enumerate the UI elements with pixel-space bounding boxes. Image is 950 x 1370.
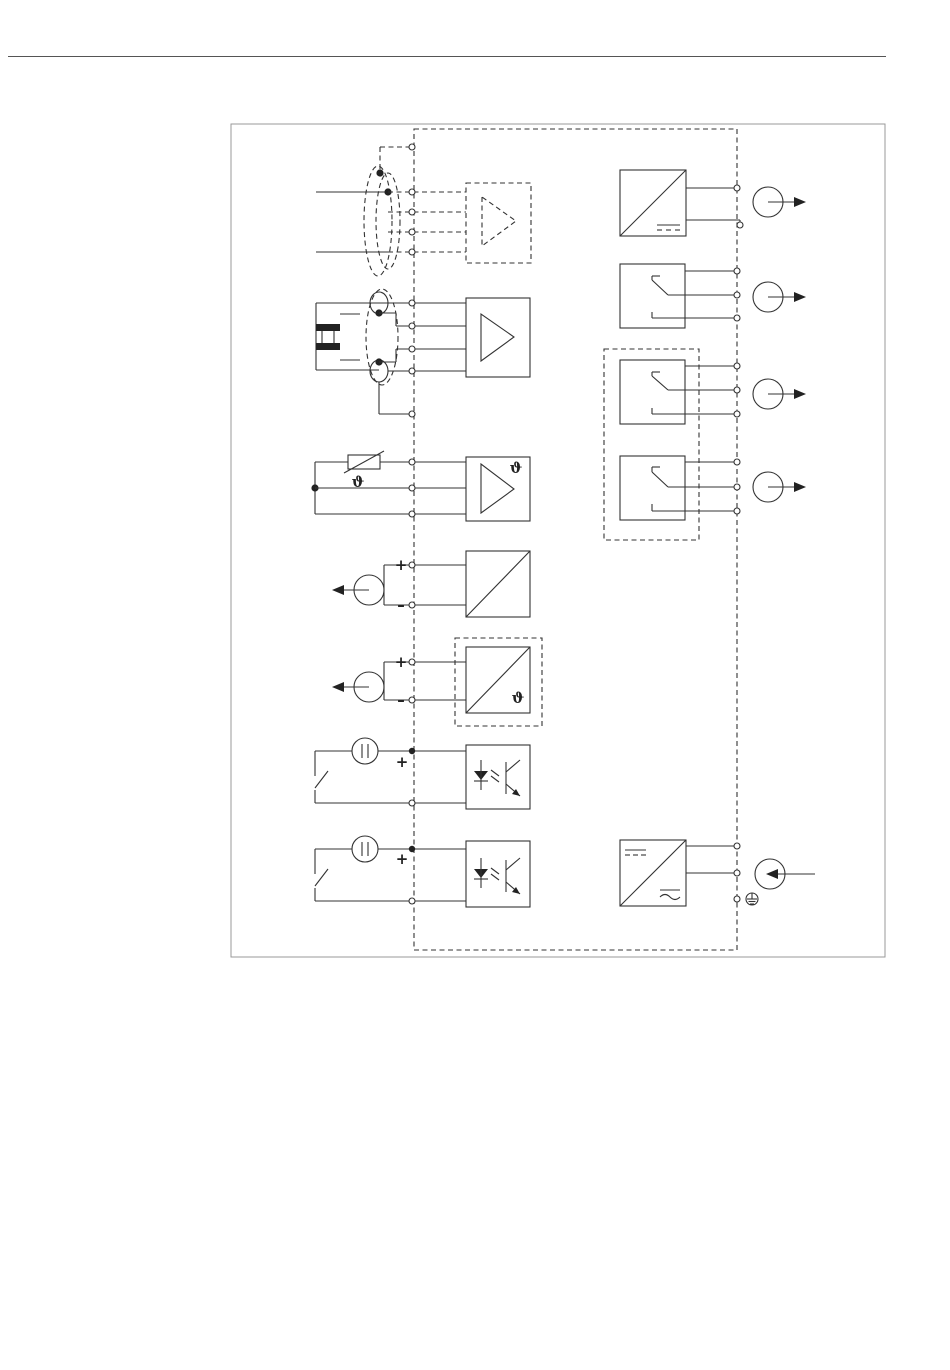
measuring-amplifier-block: [466, 298, 530, 377]
optocoupler-block-2: [466, 841, 530, 907]
sensor-input-coax: [316, 144, 466, 276]
arrow-right-icon: [794, 292, 806, 302]
switch-icon: [315, 869, 328, 886]
relay-2: [620, 360, 806, 424]
relay-1: [620, 264, 806, 328]
preamplifier-block-optional: [466, 183, 531, 263]
power-supply-block: [620, 840, 815, 906]
current-output-converter-1: [466, 551, 530, 617]
temperature-symbol-label: ϑ: [510, 459, 523, 477]
temperature-sensor-input: ϑ: [311, 451, 466, 517]
amplifier-icon: [482, 197, 516, 246]
diagram-frame: [231, 124, 885, 957]
switch-icon: [315, 771, 328, 788]
arrow-right-icon: [794, 197, 806, 207]
voltage-source-icon: [352, 836, 378, 862]
plus-sign-label: +: [396, 753, 409, 771]
plus-sign-label: +: [395, 653, 408, 671]
voltage-source-icon: [352, 738, 378, 764]
arrow-right-icon: [794, 482, 806, 492]
device-boundary: [414, 129, 737, 950]
temperature-symbol-label: ϑ: [512, 689, 525, 707]
optocoupler-block-1: [466, 745, 530, 809]
minus-sign-label: –: [397, 691, 405, 709]
plus-sign-label: +: [396, 850, 409, 868]
arrow-right-icon: [794, 389, 806, 399]
sensor-input-conductivity: [316, 289, 466, 417]
current-output-2: + –: [332, 653, 466, 709]
current-output-converter-2-optional: ϑ: [455, 638, 542, 726]
digital-input-2: +: [315, 836, 466, 904]
digital-input-1: +: [315, 738, 466, 806]
auxiliary-output-converter: [620, 170, 806, 236]
minus-sign-label: –: [397, 596, 405, 614]
arrow-left-icon: [332, 585, 344, 595]
relay-3: [620, 456, 806, 520]
ground-icon: [746, 893, 758, 905]
plus-sign-label: +: [395, 556, 408, 574]
temperature-amplifier-block: ϑ: [466, 457, 530, 521]
current-output-1: + –: [332, 556, 466, 614]
arrow-left-icon: [332, 682, 344, 692]
